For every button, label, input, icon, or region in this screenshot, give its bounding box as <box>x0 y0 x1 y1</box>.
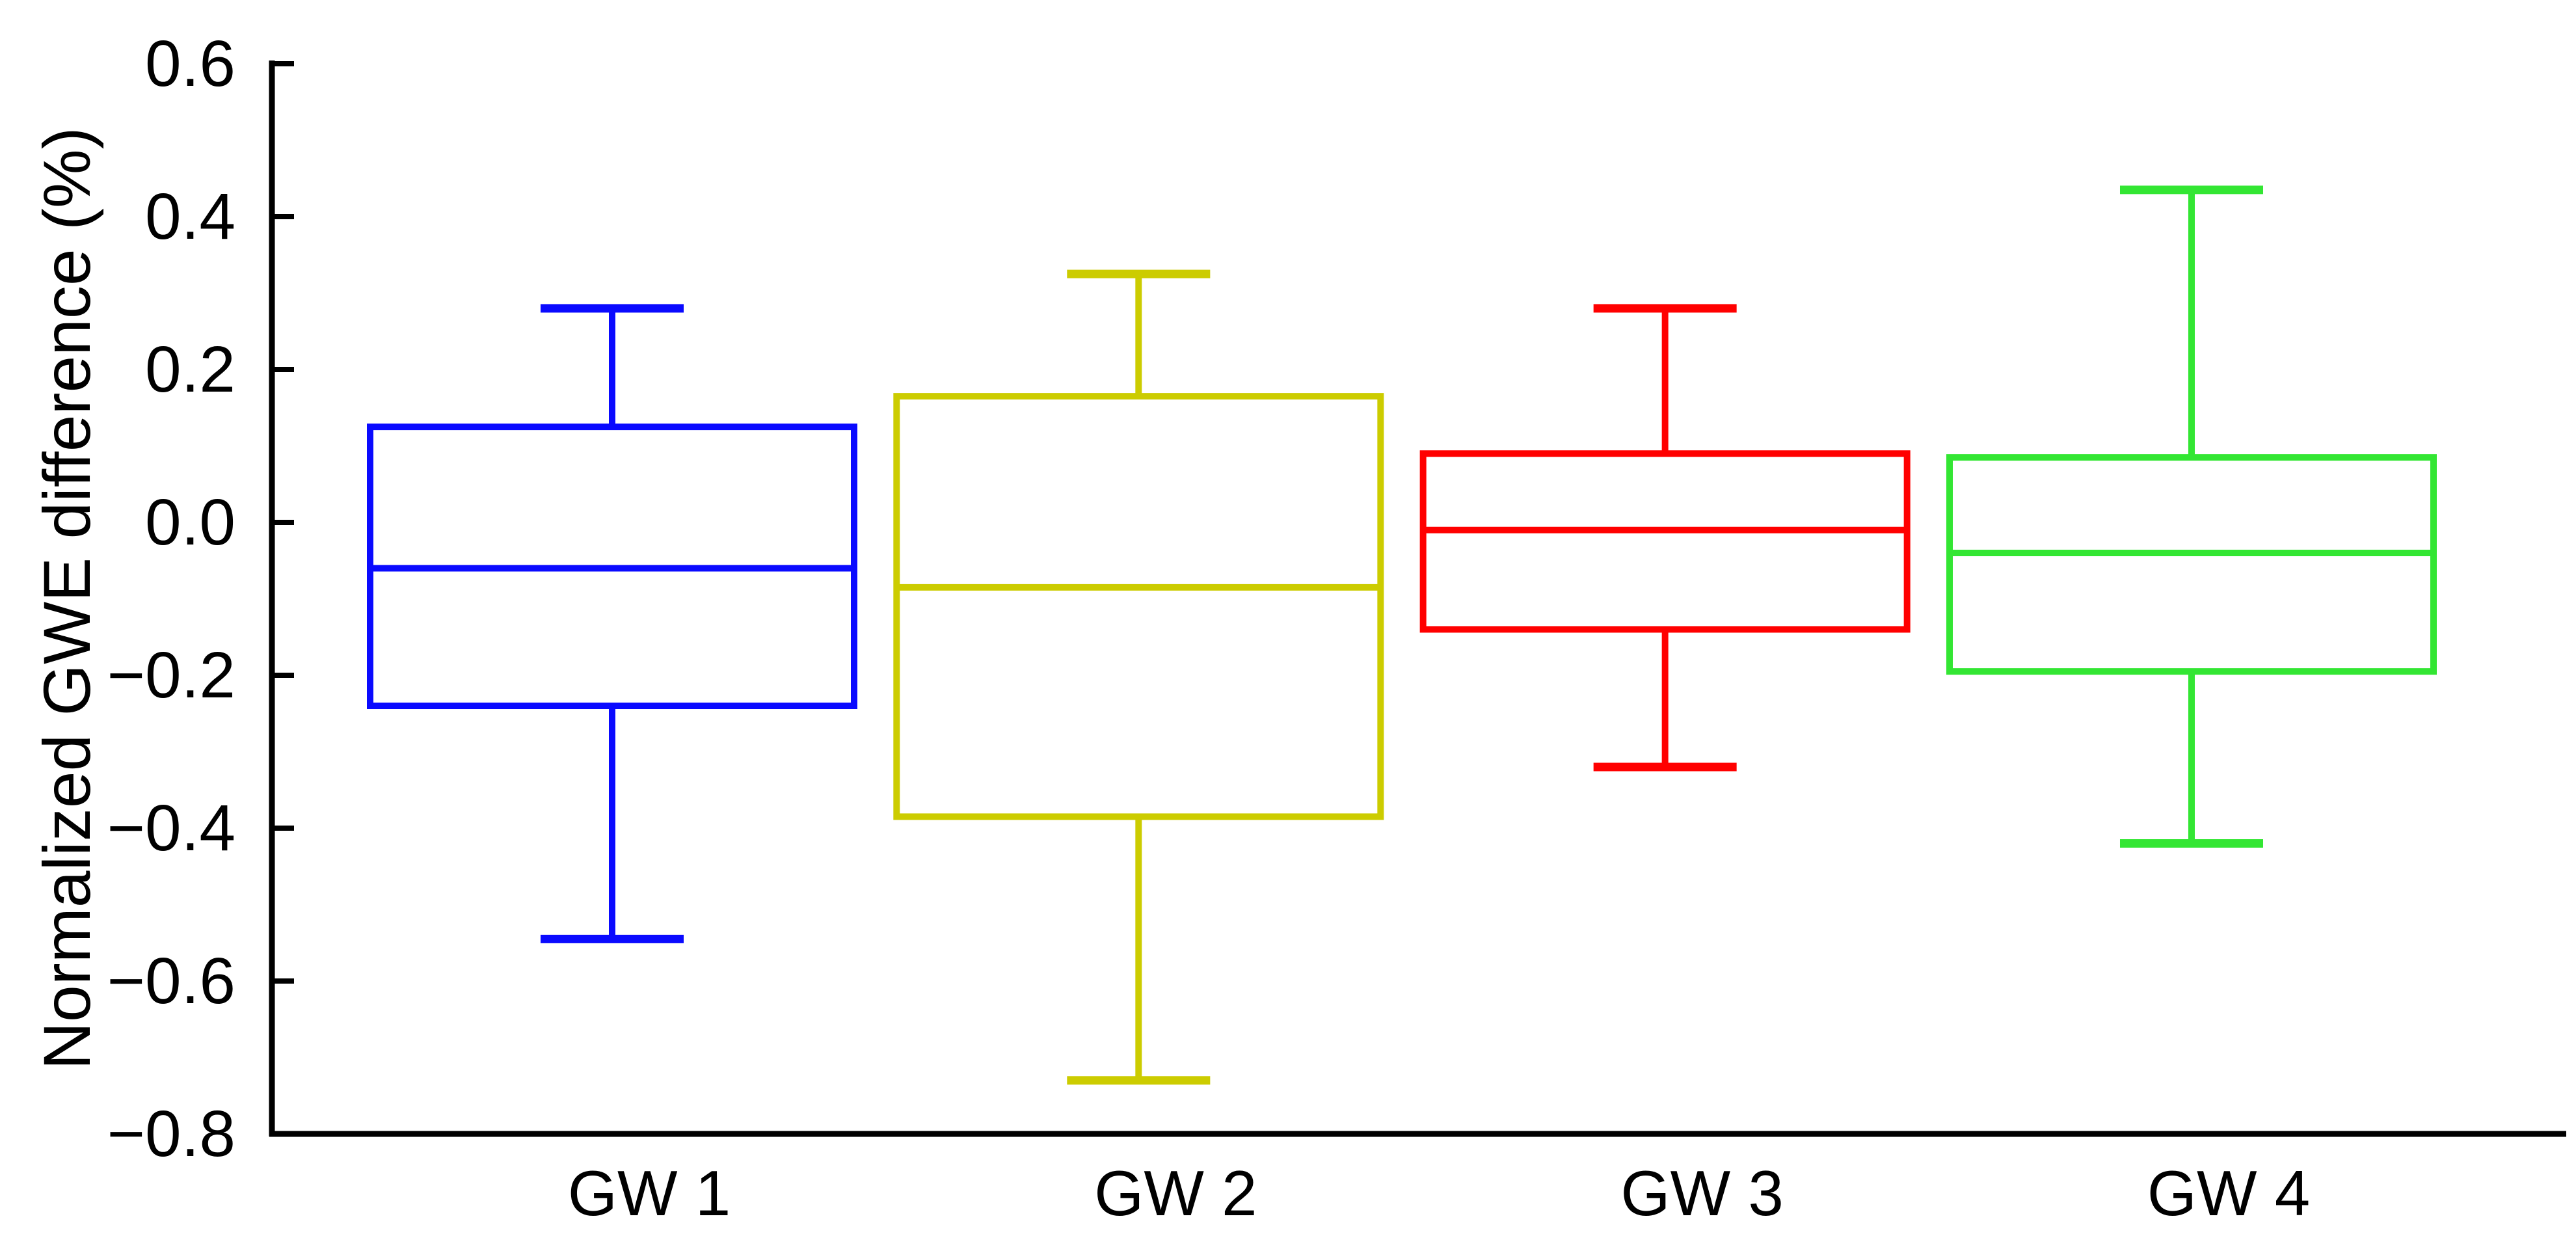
y-tick-label: 0.0 <box>145 486 235 559</box>
iqr-box <box>1946 454 2437 675</box>
y-tick-label: 0.4 <box>145 180 235 253</box>
boxplot-gw-1 <box>367 304 857 943</box>
y-tick-label: −0.2 <box>107 639 235 712</box>
y-tick-label: −0.8 <box>107 1097 235 1170</box>
iqr-box <box>1419 450 1911 633</box>
x-category-label: GW 2 <box>1094 1157 1257 1229</box>
y-tick-label: 0.2 <box>145 333 235 406</box>
x-category-label: GW 1 <box>568 1157 731 1229</box>
y-tick-label: 0.6 <box>145 27 235 100</box>
iqr-box <box>893 393 1384 820</box>
boxplot-gw-3 <box>1419 304 1911 772</box>
x-category-label: GW 4 <box>2147 1157 2310 1229</box>
y-axis-title: Normalized GWE difference (%) <box>30 127 104 1069</box>
x-category-label: GW 3 <box>1620 1157 1783 1229</box>
y-tick-label: −0.4 <box>107 792 235 865</box>
boxplot-gw-4 <box>1946 185 2437 848</box>
y-tick-label: −0.6 <box>107 945 235 1017</box>
boxplot-gw-2 <box>893 269 1384 1085</box>
